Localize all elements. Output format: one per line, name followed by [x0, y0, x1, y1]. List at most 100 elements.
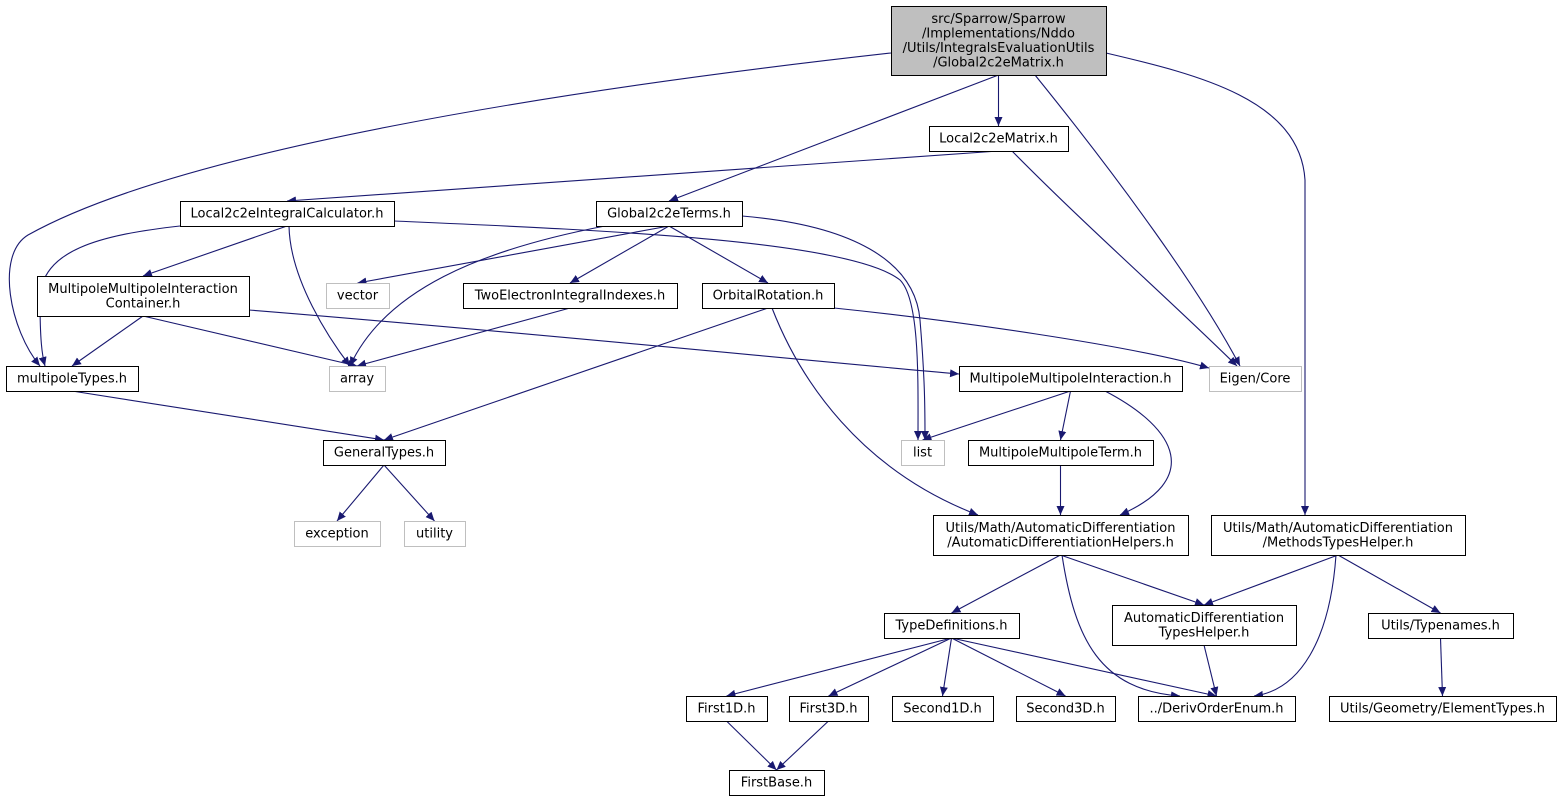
node-box — [891, 6, 1107, 76]
node-label: Utils/Typenames.h — [1381, 619, 1500, 634]
edge-adHelpers-to-derivOrderEnum — [1061, 554, 1181, 700]
node-second1D[interactable]: Second1D.h — [892, 696, 994, 722]
edge-methodsTypesHelper-to-utilsTypenames — [1337, 554, 1441, 614]
node-box — [1209, 366, 1302, 392]
node-label: /Utils/IntegralsEvaluationUtils — [903, 41, 1095, 56]
edge-adTypesHelper-to-derivOrderEnum — [1203, 644, 1219, 697]
node-second3D[interactable]: Second3D.h — [1016, 696, 1116, 722]
edge-adHelpers-to-typeDefinitions — [951, 554, 1061, 614]
node-label: utility — [416, 527, 453, 542]
edge-orbitalRotation-to-adHelpers — [771, 307, 979, 516]
node-label: Second3D.h — [1026, 702, 1105, 717]
edge-generalTypes-to-exception — [336, 464, 385, 522]
node-firstBase[interactable]: FirstBase.h — [729, 770, 825, 796]
edge-local2c2eIntegralCalculator-to-list — [393, 220, 923, 441]
node-label: MultipoleMultipoleInteraction — [48, 282, 238, 297]
node-local2c2eIntegralCalculator[interactable]: Local2c2eIntegralCalculator.h — [180, 201, 395, 227]
node-box — [959, 366, 1183, 392]
node-label: array — [340, 372, 374, 387]
node-box — [686, 696, 768, 722]
edge-mmInteraction-to-list — [922, 390, 1071, 441]
node-box — [933, 515, 1189, 556]
edge-global2c2eTerms-to-vector — [357, 225, 670, 286]
edge-typeDefinitions-to-second1D — [939, 637, 953, 697]
edge-generalTypes-to-utility — [383, 464, 435, 522]
node-orbitalRotation[interactable]: OrbitalRotation.h — [702, 283, 835, 309]
node-adHelpers[interactable]: Utils/Math/AutomaticDifferentiation/Auto… — [933, 515, 1189, 556]
edge-typeDefinitions-to-first3D — [828, 637, 952, 697]
node-exception: exception — [294, 521, 381, 547]
node-label: Utils/Math/AutomaticDifferentiation — [945, 521, 1175, 536]
node-multipoleTypes[interactable]: multipoleTypes.h — [6, 366, 139, 392]
node-label: Utils/Geometry/ElementTypes.h — [1340, 702, 1545, 717]
node-label: Second1D.h — [903, 702, 982, 717]
edges-layer — [8, 52, 1447, 771]
edge-methodsTypesHelper-to-derivOrderEnum — [1253, 554, 1337, 699]
edge-global2c2eTerms-to-twoElectronIntegralIndexes — [569, 225, 670, 284]
node-box — [326, 283, 390, 309]
node-box — [329, 366, 386, 392]
node-label: Utils/Math/AutomaticDifferentiation — [1223, 521, 1453, 536]
node-label: Container.h — [106, 296, 181, 311]
node-box — [463, 283, 678, 309]
node-label: Global2c2eTerms.h — [607, 207, 731, 222]
node-utility: utility — [404, 521, 466, 547]
edge-adHelpers-to-adTypesHelper — [1060, 554, 1205, 606]
node-box — [729, 770, 825, 796]
edge-root-to-global2c2eTerms — [668, 74, 999, 202]
node-box — [6, 366, 139, 392]
node-typeDefinitions[interactable]: TypeDefinitions.h — [884, 613, 1020, 639]
node-elementTypes[interactable]: Utils/Geometry/ElementTypes.h — [1329, 696, 1557, 722]
node-label: OrbitalRotation.h — [713, 289, 824, 304]
node-box — [901, 440, 945, 466]
node-mmTerm[interactable]: MultipoleMultipoleTerm.h — [968, 440, 1154, 466]
edge-twoElectronIntegralIndexes-to-array — [356, 307, 571, 368]
edge-root-to-multipoleTypes — [8, 52, 892, 367]
nodes-layer: src/Sparrow/Sparrow/Implementations/Nddo… — [6, 6, 1557, 796]
node-label: AutomaticDifferentiation — [1124, 611, 1284, 626]
node-label: multipoleTypes.h — [17, 372, 127, 387]
edge-multipoleTypes-to-generalTypes — [71, 390, 385, 443]
node-first1D[interactable]: First1D.h — [686, 696, 768, 722]
node-generalTypes[interactable]: GeneralTypes.h — [323, 440, 446, 466]
node-twoElectronIntegralIndexes[interactable]: TwoElectronIntegralIndexes.h — [463, 283, 678, 309]
node-box — [1138, 696, 1296, 722]
node-derivOrderEnum[interactable]: ../DerivOrderEnum.h — [1138, 696, 1296, 722]
node-box — [702, 283, 835, 309]
node-box — [596, 201, 743, 227]
node-label: Local2c2eMatrix.h — [939, 132, 1058, 147]
edge-global2c2eTerms-to-array — [349, 225, 606, 367]
node-label: /Global2c2eMatrix.h — [933, 55, 1064, 70]
node-box — [294, 521, 381, 547]
node-array: array — [329, 366, 386, 392]
edge-methodsTypesHelper-to-adTypesHelper — [1203, 554, 1339, 606]
node-mmInteraction[interactable]: MultipoleMultipoleInteraction.h — [959, 366, 1183, 392]
edge-local2c2eMatrix-to-local2c2eIntegralCalculator — [286, 150, 999, 205]
node-box — [1112, 605, 1297, 646]
edge-global2c2eTerms-to-orbitalRotation — [668, 225, 769, 284]
edge-utilsTypenames-to-elementTypes — [1438, 637, 1447, 697]
node-box — [1368, 613, 1514, 639]
node-box — [180, 201, 395, 227]
node-label: GeneralTypes.h — [334, 446, 434, 461]
node-first3D[interactable]: First3D.h — [789, 696, 869, 722]
node-methodsTypesHelper[interactable]: Utils/Math/AutomaticDifferentiation/Meth… — [1211, 515, 1466, 556]
edge-first3D-to-firstBase — [776, 720, 829, 771]
node-box — [1329, 696, 1557, 722]
edge-local2c2eMatrix-to-eigenCore — [1011, 150, 1238, 367]
node-label: ../DerivOrderEnum.h — [1150, 702, 1284, 717]
node-global2c2eTerms[interactable]: Global2c2eTerms.h — [596, 201, 743, 227]
edge-local2c2eIntegralCalculator-to-mmInteractionContainer — [142, 225, 288, 277]
node-local2c2eMatrix[interactable]: Local2c2eMatrix.h — [929, 126, 1069, 152]
node-utilsTypenames[interactable]: Utils/Typenames.h — [1368, 613, 1514, 639]
node-root[interactable]: src/Sparrow/Sparrow/Implementations/Nddo… — [891, 6, 1107, 76]
node-label: MultipoleMultipoleTerm.h — [979, 446, 1142, 461]
node-box — [37, 276, 250, 317]
node-label: src/Sparrow/Sparrow — [931, 12, 1066, 27]
edge-mmInteraction-to-mmTerm — [1058, 390, 1072, 441]
node-box — [404, 521, 466, 547]
edge-root-to-methodsTypesHelper — [1105, 52, 1309, 515]
edge-typeDefinitions-to-first1D — [726, 637, 952, 698]
